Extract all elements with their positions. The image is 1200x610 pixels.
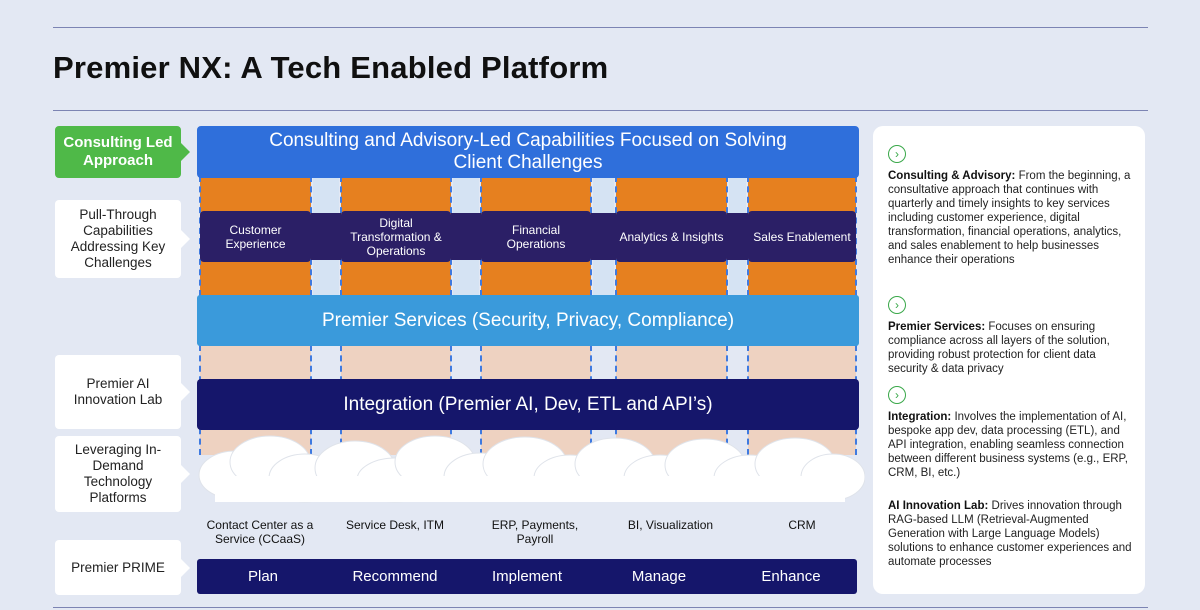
platform-ccaas: Contact Center as a Service (CCaaS) [206,518,314,546]
prime-step-plan: Plan [247,568,279,585]
label-pull-through: Pull-Through Capabilities Addressing Key… [55,200,190,278]
top-rule [53,27,1148,28]
chevron-right-circle-icon: › [888,145,906,163]
section-heading: AI Innovation Lab: [888,500,989,512]
capability-customer-experience: Customer Experience [200,211,311,262]
section-text: Involves the implementation of AI, bespo… [888,411,1128,479]
prime-step-enhance: Enhance [761,568,821,585]
label-ai-lab: Premier AI Innovation Lab [55,355,190,429]
capability-sales-enablement: Sales Enablement [748,211,856,262]
section-text: From the beginning, a consultative appro… [888,170,1131,266]
dashed-divider [855,176,857,296]
prime-step-implement: Implement [491,568,563,585]
capability-band-connector [451,213,481,260]
section-heading: Consulting & Advisory: [888,170,1016,182]
section-premier-services: Premier Services: Focuses on ensuring co… [888,320,1133,376]
consulting-advisory-bar: Consulting and Advisory-Led Capabilities… [197,126,859,178]
premier-services-bar: Premier Services (Security, Privacy, Com… [197,295,859,346]
platform-erp: ERP, Payments, Payroll [491,518,579,546]
section-heading: Premier Services: [888,321,986,333]
platform-service-desk: Service Desk, ITM [345,518,444,532]
label-consulting-text: Consulting Led Approach [63,134,173,169]
description-panel [873,126,1145,594]
section-consulting-advisory: Consulting & Advisory: From the beginnin… [888,169,1133,267]
prime-step-manage: Manage [631,568,687,585]
cloud-platforms-icon [198,435,865,503]
label-consulting-approach: Consulting Led Approach [55,126,190,178]
section-integration: Integration: Involves the implementation… [888,410,1133,480]
section-ai-innovation-lab: AI Innovation Lab: Drives innovation thr… [888,499,1133,569]
label-platforms-text: Leveraging In-Demand Technology Platform… [74,442,162,505]
page-title: Premier NX: A Tech Enabled Platform [53,50,609,85]
section-text: Focuses on ensuring compliance across al… [888,321,1110,375]
capability-financial-operations: Financial Operations [481,211,591,262]
label-prime-text: Premier PRIME [71,559,165,575]
premier-prime-bar: Plan Recommend Implement Manage Enhance [197,559,857,594]
capability-band-connector [727,213,748,260]
label-platforms: Leveraging In-Demand Technology Platform… [55,436,190,512]
label-prime: Premier PRIME [55,540,190,595]
integration-bar: Integration (Premier AI, Dev, ETL and AP… [197,379,859,430]
capability-band-connector [591,213,616,260]
platform-crm: CRM [788,518,816,532]
bottom-rule [53,607,1148,608]
prime-step-recommend: Recommend [352,568,438,585]
chevron-right-circle-icon: › [888,296,906,314]
label-pull-through-text: Pull-Through Capabilities Addressing Key… [70,207,166,270]
section-heading: Integration: [888,411,952,423]
capability-analytics-insights: Analytics & Insights [616,211,727,262]
section-text: Drives innovation through RAG-based LLM … [888,500,1132,568]
chevron-right-circle-icon: › [888,386,906,404]
label-ai-lab-text: Premier AI Innovation Lab [73,376,163,407]
platform-bi: BI, Visualization [627,518,714,532]
capability-band-connector [311,213,341,260]
capability-digital-transformation: Digital Transformation & Operations [341,211,451,262]
title-rule [53,110,1148,111]
consulting-advisory-text: Consulting and Advisory-Led Capabilities… [269,130,787,173]
